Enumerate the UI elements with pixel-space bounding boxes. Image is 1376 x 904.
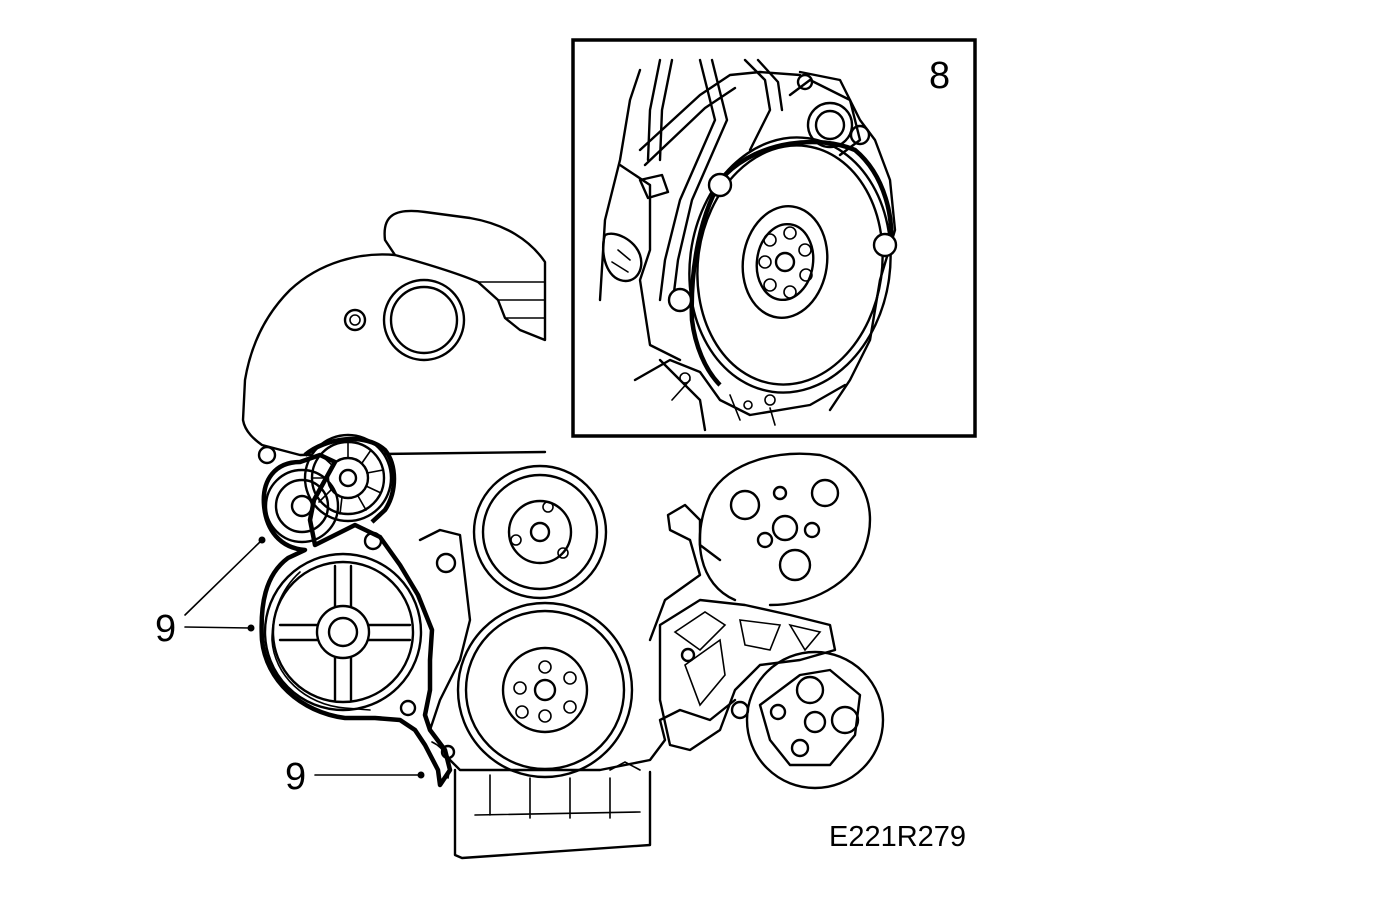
oil-pan bbox=[453, 768, 652, 860]
engine-front-view bbox=[241, 209, 885, 860]
flywheel-inset: 8 bbox=[571, 38, 977, 438]
ac-compressor-pulley bbox=[745, 650, 885, 790]
flywheel bbox=[688, 136, 892, 394]
thermostat-housing bbox=[806, 101, 854, 149]
leader-line-upper-1 bbox=[184, 539, 263, 616]
timing-cover-lower bbox=[241, 253, 547, 457]
cover-opening bbox=[382, 278, 466, 362]
figure-code: E221R279 bbox=[829, 821, 966, 853]
inset-callout-number: 8 bbox=[929, 55, 950, 97]
belt-callouts: 9 9 bbox=[155, 536, 425, 798]
timing-cover bbox=[383, 209, 547, 342]
camshaft-pulley bbox=[472, 464, 608, 600]
idler-pulley bbox=[264, 468, 340, 544]
engine-block bbox=[418, 528, 737, 772]
leader-line-upper-2 bbox=[184, 626, 251, 629]
drive-belt bbox=[259, 452, 453, 788]
cover-bolt bbox=[343, 308, 367, 332]
water-pump-pulley bbox=[698, 452, 872, 607]
belt-callout-lower: 9 bbox=[285, 756, 306, 798]
belt-callout-upper: 9 bbox=[155, 608, 176, 650]
crankshaft-pulley bbox=[456, 601, 634, 779]
inset-frame bbox=[571, 38, 977, 438]
